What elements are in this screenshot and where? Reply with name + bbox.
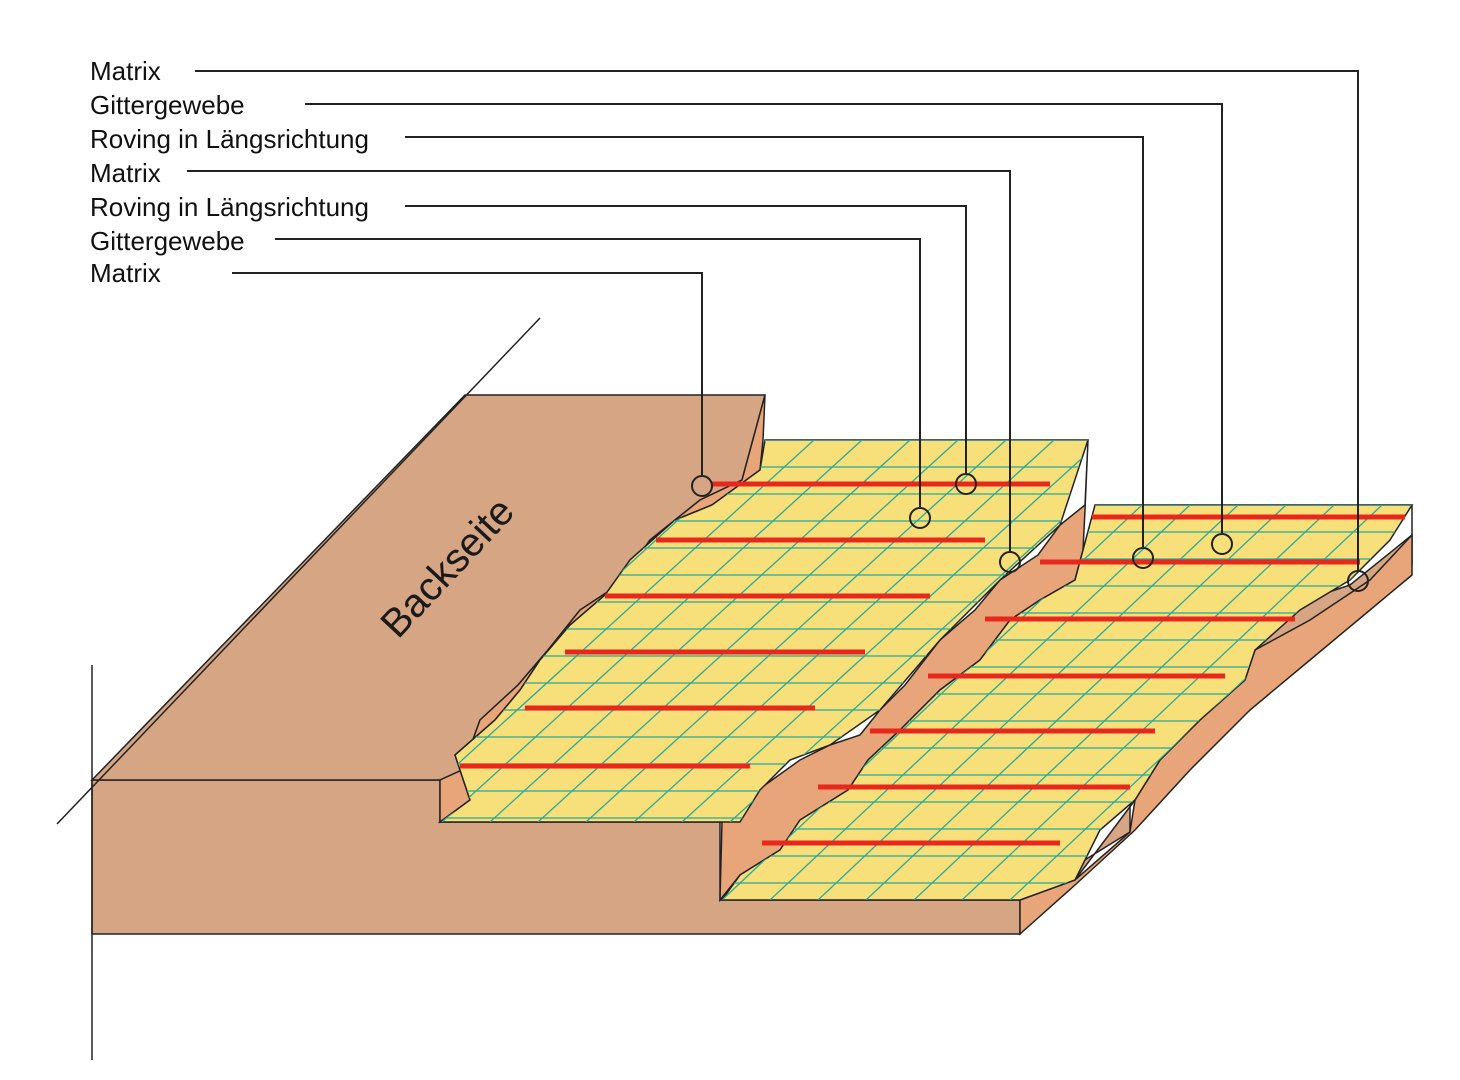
label-matrix-bottom: Matrix	[90, 258, 161, 288]
leader-line-4	[187, 170, 1011, 552]
mesh-line-diagonal	[441, 440, 863, 822]
marker-circle-3	[1132, 547, 1154, 569]
substrate: Backseite	[56, 317, 1413, 1060]
leader-line-7	[232, 272, 703, 475]
leader-line-6	[275, 238, 921, 507]
mesh-line-diagonal	[681, 440, 1088, 822]
marker-circle-5	[955, 473, 977, 495]
labels: Matrix Gittergewebe Roving in Längsricht…	[90, 56, 1369, 592]
mesh-line-diagonal	[769, 505, 1191, 900]
leader-line-1	[195, 70, 1359, 570]
marker-circle-1	[1347, 570, 1369, 592]
leader-line-5	[405, 205, 967, 473]
marker-circle-2	[1211, 533, 1233, 555]
label-gittergewebe-bottom: Gittergewebe	[90, 226, 245, 256]
mesh-line-diagonal	[585, 440, 1007, 822]
mesh-line-diagonal	[913, 505, 1335, 900]
construction-line-back	[56, 317, 541, 825]
marker-circle-6	[909, 507, 931, 529]
mesh-layer-1-fill	[437, 439, 1090, 823]
mesh-line-diagonal	[440, 440, 815, 822]
label-roving-bottom: Roving in Längsrichtung	[90, 192, 369, 222]
mesh-line-diagonal	[633, 440, 1055, 822]
label-gittergewebe-top: Gittergewebe	[90, 90, 245, 120]
mesh-line-diagonal	[865, 505, 1287, 900]
mesh-line-diagonal	[489, 440, 911, 822]
marker-circle-7	[691, 475, 713, 497]
marker-circle-4	[999, 551, 1021, 573]
mesh-line-diagonal	[961, 505, 1383, 900]
leader-line-2	[305, 103, 1223, 533]
label-matrix-middle: Matrix	[90, 158, 161, 188]
roving-set-2	[762, 514, 1405, 846]
leader-line-3	[405, 136, 1144, 547]
label-matrix-top: Matrix	[90, 56, 161, 86]
mesh-line-diagonal	[817, 505, 1239, 900]
label-roving-top: Roving in Längsrichtung	[90, 124, 369, 154]
roving-set-1	[460, 481, 1050, 769]
mesh-line-diagonal	[537, 440, 959, 822]
